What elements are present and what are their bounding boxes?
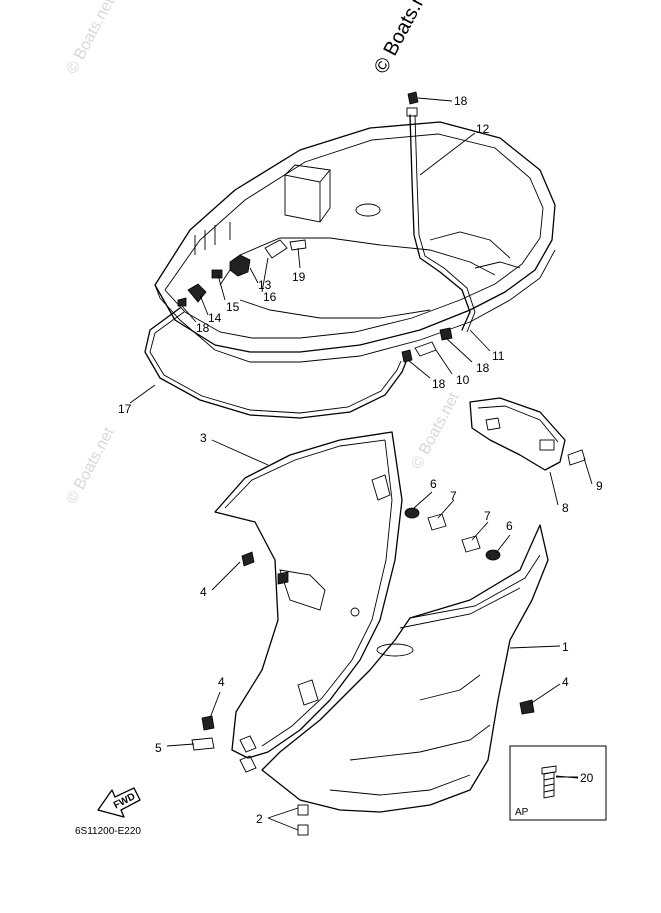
callout-8: 8	[562, 501, 569, 515]
leader-lines	[129, 97, 593, 831]
callout-12: 12	[476, 122, 490, 136]
ap-inset: AP 20	[509, 745, 607, 821]
part-4-bolt-mid	[277, 571, 289, 585]
part-1-right-cowling	[261, 524, 549, 813]
callout-4: 4	[200, 585, 207, 599]
part-7-collar-right	[461, 535, 481, 553]
part-4-bolt-upper	[241, 551, 255, 567]
callout-4: 4	[218, 675, 225, 689]
part-18-clamp-left	[177, 297, 187, 307]
inset-label: AP	[515, 807, 529, 818]
part-19-screw	[289, 239, 307, 251]
part-12-hose	[406, 107, 476, 333]
callout-9: 9	[596, 479, 603, 493]
part-7-collar-left	[427, 513, 447, 531]
diagram-code: 6S11200-E220	[75, 826, 141, 837]
callout-15: 15	[226, 300, 240, 314]
part-14-grommet	[187, 283, 207, 303]
callout-18: 18	[432, 377, 446, 391]
upper-cowling-tray	[154, 121, 556, 363]
callout-5: 5	[155, 741, 162, 755]
part-8-bracket	[469, 397, 566, 471]
part-16-clip	[264, 239, 288, 259]
callout-6: 6	[430, 477, 437, 491]
watermark-faint-mid: © Boats.net	[409, 389, 464, 471]
fwd-arrow: FWD	[97, 787, 141, 818]
callout-20: 20	[580, 771, 594, 785]
callout-18: 18	[476, 361, 490, 375]
part-17-hose	[144, 307, 407, 419]
callout-18: 18	[454, 94, 468, 108]
part-4-bolt-lower	[201, 715, 215, 731]
watermark-main: © Boats.net	[370, 0, 439, 77]
callout-10: 10	[456, 373, 470, 387]
part-18-clamp-right	[439, 327, 453, 341]
part-10-joint	[414, 341, 437, 357]
part-2-nut-upper	[297, 804, 309, 816]
callout-3: 3	[200, 431, 207, 445]
callout-7: 7	[450, 489, 457, 503]
part-18-clamp-low	[401, 349, 413, 363]
callout-6: 6	[506, 519, 513, 533]
callout-16: 16	[263, 290, 277, 304]
callout-18: 18	[196, 321, 210, 335]
part-3-left-cowling	[214, 431, 403, 759]
callout-4: 4	[562, 675, 569, 689]
callouts: 18 12 13 16 19 15 14 18 11 18 10 18 17 3…	[118, 94, 603, 826]
watermark-faint-left: © Boats.net	[64, 424, 119, 506]
callout-7: 7	[484, 509, 491, 523]
part-2-nut-lower	[297, 824, 309, 836]
callout-1: 1	[562, 640, 569, 654]
part-13-fitting	[229, 254, 251, 277]
watermark-faint-top: © Boats.net	[64, 0, 119, 77]
part-9-screw	[567, 449, 586, 466]
part-4-bolt-right	[519, 699, 535, 715]
part-18-clamp-top	[407, 91, 419, 105]
part-5-bolt	[191, 737, 215, 751]
callout-13: 13	[258, 278, 272, 292]
callout-19: 19	[292, 270, 306, 284]
part-15-grommet	[211, 269, 223, 279]
callout-11: 11	[492, 349, 505, 363]
fittings	[177, 91, 453, 363]
callout-2: 2	[256, 812, 263, 826]
callout-14: 14	[208, 311, 222, 325]
part-6-grommet-left	[404, 507, 420, 519]
part-6-grommet-right	[485, 549, 501, 561]
hardware	[191, 449, 586, 836]
callout-17: 17	[118, 402, 132, 416]
